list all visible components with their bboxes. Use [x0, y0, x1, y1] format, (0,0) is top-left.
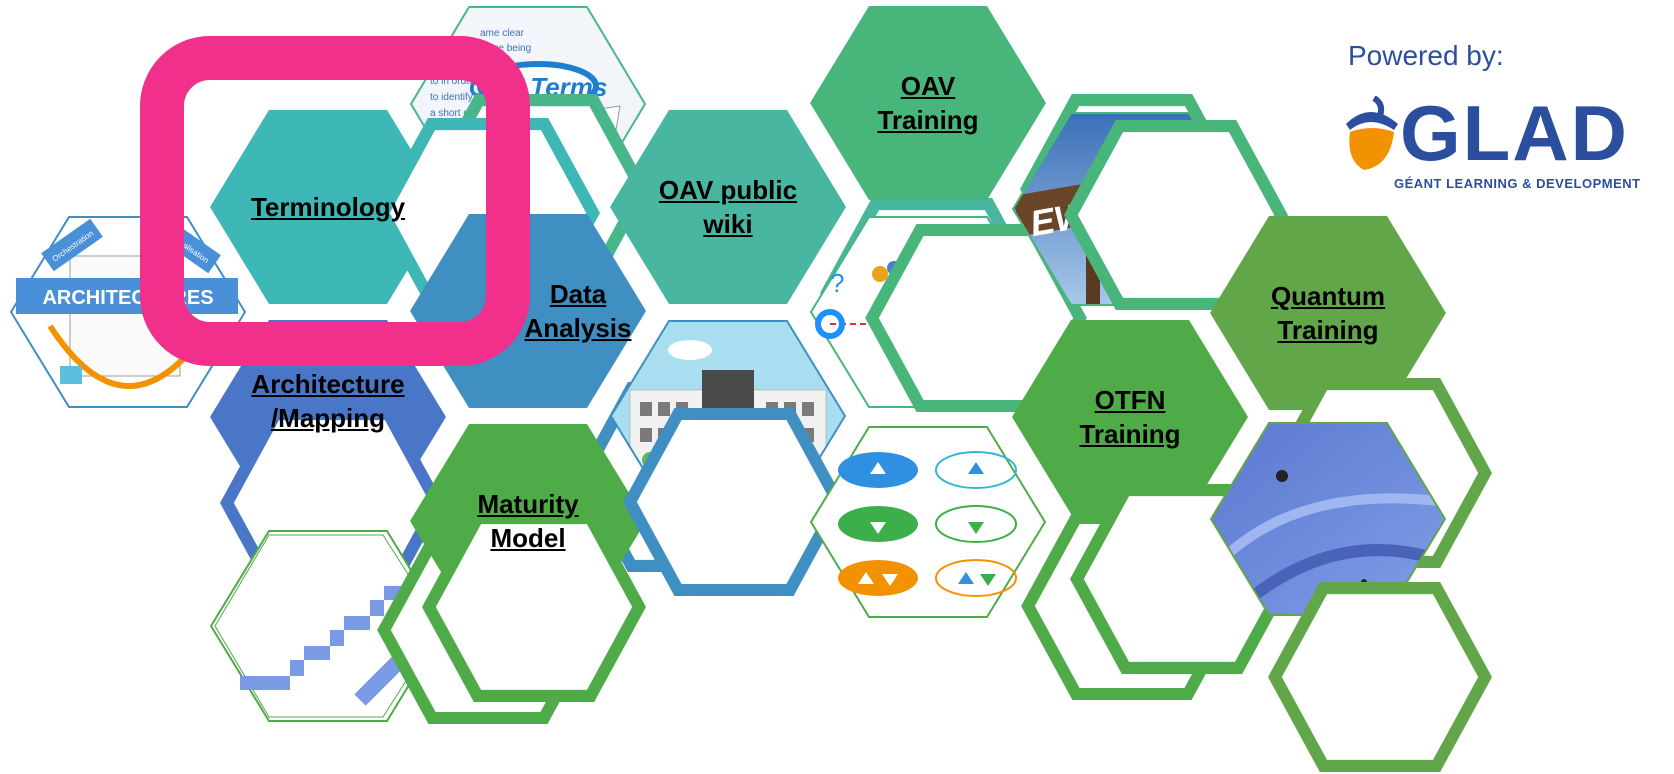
new-skills-image-hex[interactable]: EW SKILLS	[1011, 112, 1288, 310]
hexagon-icon	[422, 512, 646, 702]
maturity-model-link[interactable]: Maturity Model	[477, 489, 579, 553]
oav-training-link[interactable]: OAV Training	[877, 71, 979, 135]
glad-logo-subtitle: GÉANT LEARNING & DEVELOPMENT	[1394, 176, 1641, 191]
quantum-training-link[interactable]: Quantum Training	[1270, 281, 1386, 345]
oav-public-wiki-link[interactable]: OAV public wiki	[658, 175, 798, 239]
process-pins-image-hex[interactable]: ?	[809, 216, 1087, 412]
cloud-sync-image-hex[interactable]	[809, 426, 1243, 700]
svg-text:?: ?	[830, 268, 844, 298]
building-image-hex[interactable]	[609, 320, 847, 596]
maturity-model-tile[interactable]: Maturity Model	[410, 424, 646, 702]
data-analysis-link[interactable]: Data Analysis	[524, 279, 632, 343]
powered-by-label: Powered by:	[1348, 40, 1504, 71]
selection-highlight-frame	[140, 36, 530, 366]
hexagon-icon	[1268, 582, 1492, 772]
glad-logo-text: GLAD	[1400, 89, 1629, 177]
otfn-training-link[interactable]: OTFN Training	[1079, 385, 1181, 449]
svg-text:a short d: a short d	[430, 108, 469, 119]
architecture-mapping-link[interactable]: Architecture /Mapping	[251, 369, 405, 433]
terminology-link[interactable]: Terminology	[250, 192, 406, 222]
svg-text:to identify: to identify	[430, 92, 473, 103]
hexagon-icon	[623, 408, 845, 596]
svg-text:ame clear: ame clear	[480, 28, 525, 39]
quantum-abstract-image-hex[interactable]	[1209, 422, 1492, 772]
oav-training-tile[interactable]: OAV Training	[810, 6, 1244, 284]
acorn-logo-icon	[1346, 96, 1398, 170]
quantum-training-tile[interactable]: Quantum Training	[1210, 216, 1492, 568]
svg-text:to in order: to in order	[430, 76, 476, 87]
